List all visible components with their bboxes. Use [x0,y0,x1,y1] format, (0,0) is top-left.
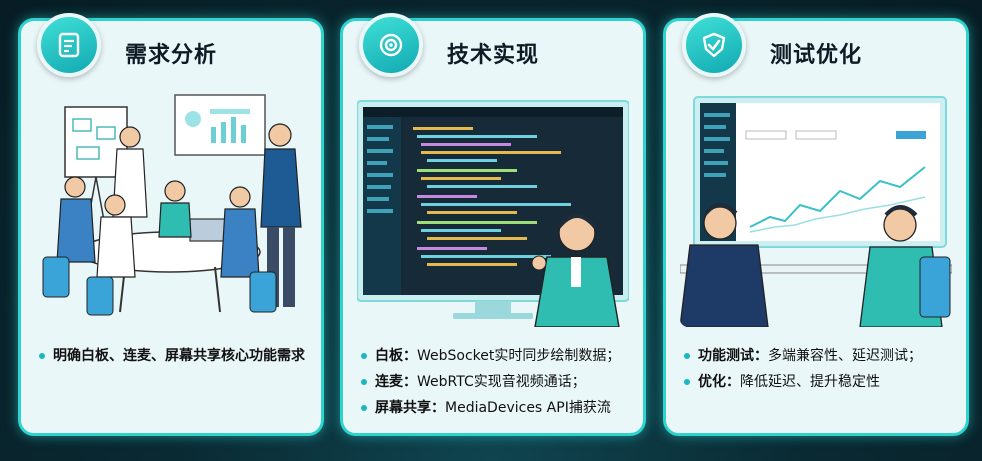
bullet-item: 明确白板、连麦、屏幕共享核心功能需求 [39,343,309,369]
bullet-text: 明确白板、连麦、屏幕共享核心功能需求 [53,348,305,364]
bullet-item: 屏幕共享：MediaDevices API捕获流 [361,395,631,421]
requirements-card: 需求分析 [18,13,324,436]
bullet-item: 连麦：WebRTC实现音视频通话； [361,369,631,395]
bullet-item: 白板：WebSocket实时同步绘制数据； [361,343,631,369]
bullet-text: 多端兼容性、延迟测试； [768,348,922,364]
bullet-label: 功能测试： [698,348,768,364]
bullet-text: WebRTC实现音视频通话； [417,374,586,390]
bullet-list: 明确白板、连麦、屏幕共享核心功能需求 [39,343,309,369]
bullet-label: 优化： [698,374,740,390]
bullet-text: WebSocket实时同步绘制数据； [417,348,621,364]
bullet-text: MediaDevices API捕获流 [445,400,611,416]
bullet-label: 屏幕共享： [375,400,445,416]
coding-illustration [357,87,629,327]
card-title: 技术实现 [446,43,539,68]
testing-illustration [680,87,952,327]
bullet-item: 功能测试：多端兼容性、延迟测试； [684,343,954,369]
bullet-list: 白板：WebSocket实时同步绘制数据； 连麦：WebRTC实现音视频通话； … [361,343,631,421]
card-title: 测试优化 [769,43,862,68]
gear-target-icon [359,13,423,77]
meeting-illustration [35,87,307,327]
implementation-card: 技术实现 [340,13,646,436]
card-title: 需求分析 [124,43,217,68]
shield-check-icon [682,13,746,77]
bullet-label: 连麦： [375,374,417,390]
bullet-text: 降低延迟、提升稳定性 [740,374,880,390]
testing-card: 测试优化 [663,13,969,436]
document-list-icon [37,13,101,77]
bullet-item: 优化：降低延迟、提升稳定性 [684,369,954,395]
bullet-label: 白板： [375,348,417,364]
bullet-list: 功能测试：多端兼容性、延迟测试； 优化：降低延迟、提升稳定性 [684,343,954,395]
